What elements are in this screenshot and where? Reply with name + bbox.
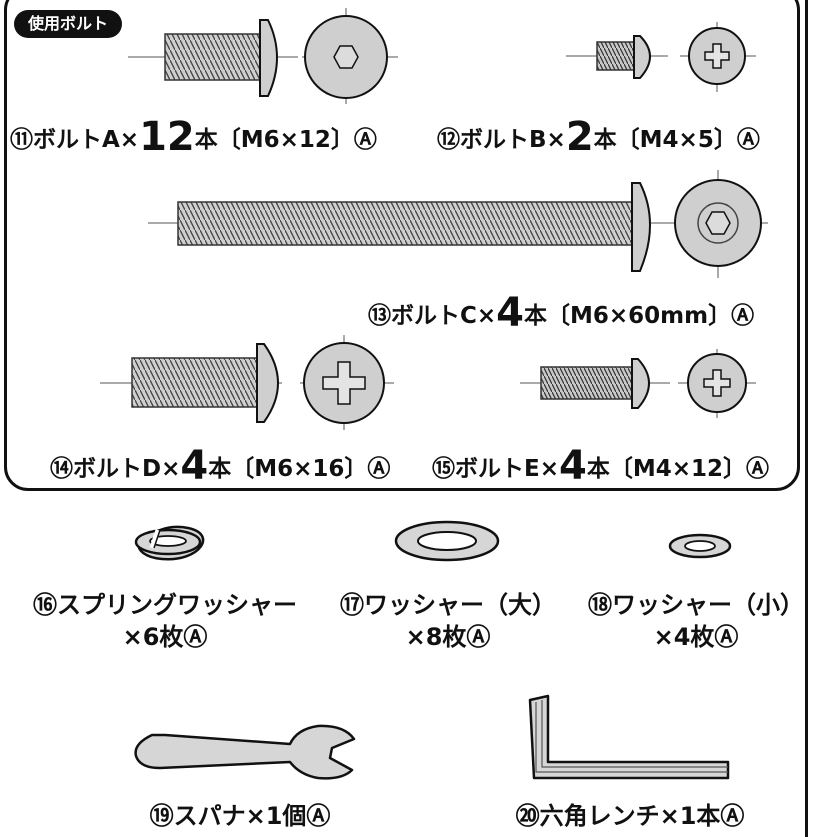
spanner-illustration — [134, 724, 356, 780]
bolt-e-illustration — [520, 349, 756, 418]
hex-key-label: ⑳六角レンチ×1本Ⓐ — [515, 802, 745, 830]
bolt-c-label: ⑬ボルトC×4本〔M6×60mm〕Ⓐ — [368, 290, 755, 336]
large-washer-label: ⑰ワッシャー（大）×8枚Ⓐ — [340, 591, 556, 652]
bolt-a-label: ⑪ボルトA×12本〔M6×12〕Ⓐ — [10, 114, 377, 160]
section-badge: 使用ボルト — [14, 10, 123, 38]
bolt-a-illustration — [128, 8, 398, 104]
small-washer-illustration — [668, 533, 732, 559]
bolt-b-illustration — [566, 22, 756, 92]
spring-washer-label: ⑯スプリングワッシャー×6枚Ⓐ — [33, 591, 297, 652]
bolt-e-label: ⑮ボルトE×4本〔M4×12〕Ⓐ — [432, 443, 769, 489]
hex-key-illustration — [528, 694, 730, 780]
spring-washer-illustration — [134, 525, 205, 561]
right-margin-bar — [805, 0, 827, 837]
bolt-d-illustration — [100, 335, 394, 430]
spanner-label: ⑲スパナ×1個Ⓐ — [149, 802, 331, 830]
bolt-b-label: ⑫ボルトB×2本〔M4×5〕Ⓐ — [437, 114, 760, 160]
small-washer-label: ⑱ワッシャー（小）×4枚Ⓐ — [588, 591, 804, 652]
bolt-d-label: ⑭ボルトD×4本〔M6×16〕Ⓐ — [50, 443, 391, 489]
large-washer-illustration — [394, 520, 500, 562]
bolt-c-illustration — [148, 170, 768, 278]
bolt-panel — [4, 0, 800, 491]
